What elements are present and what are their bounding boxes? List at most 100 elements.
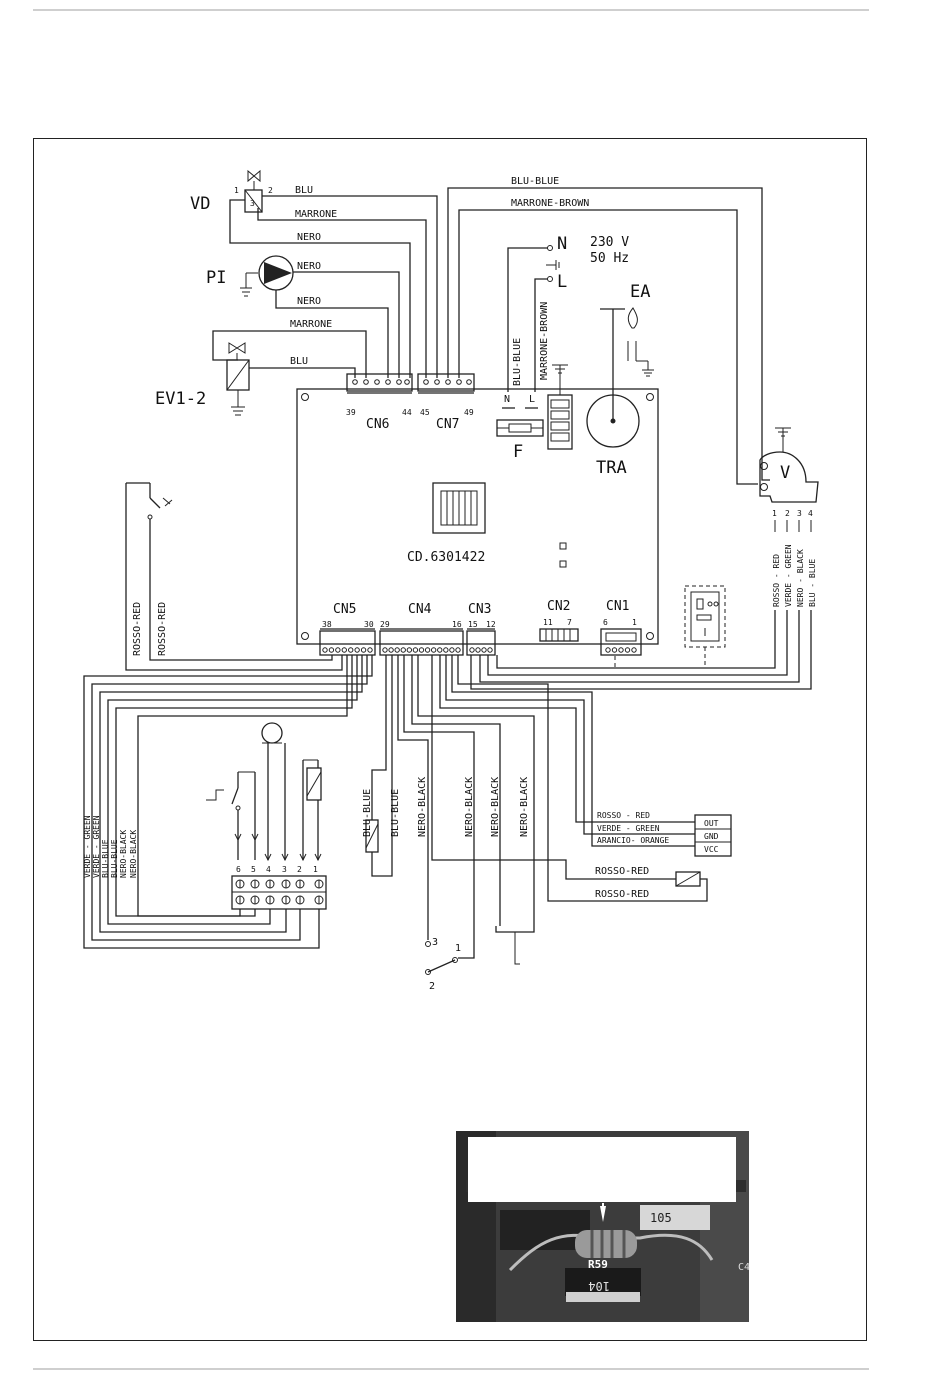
- cn5-pin: [341, 647, 347, 653]
- pin-16: 16: [452, 620, 462, 629]
- pump-icon: [240, 255, 294, 297]
- switch-pin-3: 3: [432, 937, 438, 948]
- pin-1: 1: [632, 618, 637, 627]
- bl-wire-nero-1: NERO-BLACK: [119, 830, 128, 878]
- cn3-pin: [469, 647, 475, 653]
- gas-valve-label: EV1-2: [155, 389, 206, 409]
- wire-marrone-2: MARRONE: [290, 319, 332, 330]
- wire-nero-1: NERO: [297, 232, 321, 243]
- pressure-switch-icon: [126, 482, 173, 532]
- fan-wire-rosso: ROSSO - RED: [772, 554, 781, 607]
- wire-blu: BLU: [295, 185, 313, 196]
- connector-cn6: [346, 373, 413, 394]
- cn5-pin: [367, 647, 373, 653]
- cn4-wire-nero-2: NERO-BLACK: [464, 777, 475, 837]
- bl-wire-blu-2: BLU-BLUE: [110, 839, 119, 878]
- cn4-pin: [449, 647, 455, 653]
- terminal-2: 2: [297, 865, 302, 874]
- cn4-pin: [418, 647, 425, 653]
- terminal-4: 4: [266, 865, 271, 874]
- photo-label-r59: R59: [588, 1258, 608, 1271]
- flame-icon: [627, 307, 654, 377]
- terminal-block: [231, 875, 327, 910]
- photo-label-104: 104: [588, 1279, 610, 1293]
- cn1-pin: [605, 647, 611, 653]
- vd-pin-2: 2: [268, 186, 273, 195]
- cn5-pin: [354, 647, 360, 653]
- pin-44: 44: [402, 408, 412, 417]
- electrode-label: EA: [630, 282, 650, 302]
- dhw-ntc-icon: [675, 871, 701, 887]
- cn5-pin: [360, 647, 367, 653]
- board-code: CD.6301422: [407, 550, 485, 565]
- fuse-icon: [496, 419, 544, 437]
- cn5-pin: [322, 647, 328, 653]
- fan-pin-4: 4: [808, 509, 813, 518]
- cn4-wire-blu-2: BLU-BLUE: [390, 789, 401, 837]
- connector-cn1: [600, 628, 642, 656]
- cn4-pin: [388, 647, 394, 653]
- wire-marrone: MARRONE: [295, 209, 337, 220]
- switch-pin-1: 1: [455, 943, 461, 954]
- terminal-1: 1: [313, 865, 318, 874]
- pin-29: 29: [380, 620, 390, 629]
- vd-pin-1: 1: [234, 186, 239, 195]
- photo-label-105: 105: [650, 1211, 672, 1225]
- sensor-vcc: VCC: [704, 845, 719, 854]
- thermostat-switch-icon: [206, 771, 259, 860]
- mains-voltage: 230 V: [590, 235, 629, 250]
- connector-cn7: [417, 373, 475, 394]
- diagram-frame: [33, 138, 867, 1341]
- board-n-label: N: [504, 394, 510, 405]
- cn4-wire-nero-4: NERO-BLACK: [519, 777, 530, 837]
- cn4-pin: [400, 647, 406, 653]
- pin-30: 30: [364, 620, 374, 629]
- connector-cn3-label: CN3: [468, 602, 491, 617]
- flow-switch-icon: [425, 941, 458, 975]
- mains-n-label: N: [557, 234, 567, 254]
- earth-terminal-block: [547, 364, 573, 450]
- cn4-pin: [406, 647, 413, 653]
- cn4-pin: [430, 647, 437, 653]
- connector-cn1-label: CN1: [606, 599, 629, 614]
- wire-nero-2: NERO: [297, 261, 321, 272]
- cn1-pin: [624, 647, 631, 653]
- connector-cn2-label: CN2: [547, 599, 570, 614]
- cn3-pin: [475, 647, 481, 653]
- bl-wire-nero-2: NERO-BLACK: [129, 830, 138, 878]
- connector-cn7-label: CN7: [436, 417, 459, 432]
- hall-sensor-box: [694, 814, 732, 857]
- cn4-pin: [455, 647, 461, 653]
- connector-cn5: [319, 630, 376, 656]
- connector-cn2: [539, 628, 579, 642]
- sensor-out: OUT: [704, 819, 719, 828]
- connector-cn4-label: CN4: [408, 602, 432, 617]
- terminal-5: 5: [251, 865, 256, 874]
- ignition-transformer-label: TRA: [596, 458, 627, 478]
- cn4-wire-nero-3: NERO-BLACK: [490, 777, 501, 837]
- fan-label: V: [780, 463, 790, 483]
- pin-6: 6: [603, 618, 608, 627]
- cn5-pin: [328, 647, 335, 653]
- cn4-pin: [437, 647, 443, 653]
- board-l-label: L: [529, 394, 535, 405]
- cn4-pin: [412, 647, 419, 653]
- wire-rosso-red-left-2: ROSSO-RED: [157, 602, 168, 656]
- cn4-pin: [394, 647, 400, 653]
- cn4-pin: [443, 647, 449, 653]
- vd-pin-3: 3: [250, 199, 255, 208]
- pin-12: 12: [486, 620, 496, 629]
- pcb-photo: 105 R59 104 C4: [456, 1131, 750, 1322]
- sensor-wire-rosso: ROSSO - RED: [597, 811, 650, 820]
- fan-wire-nero: NERO - BLACK: [796, 549, 805, 607]
- terminal-6: 6: [236, 865, 241, 874]
- fan-wire-blu: BLU - BLUE: [808, 559, 817, 607]
- cn4-pin: [424, 647, 431, 653]
- terminal-3: 3: [282, 865, 287, 874]
- pin-45: 45: [420, 408, 430, 417]
- bottom-rule: [33, 1368, 869, 1370]
- fan-pin-3: 3: [797, 509, 802, 518]
- cn1-pin: [618, 647, 624, 653]
- ntc-wire-rosso-1: ROSSO-RED: [595, 866, 649, 877]
